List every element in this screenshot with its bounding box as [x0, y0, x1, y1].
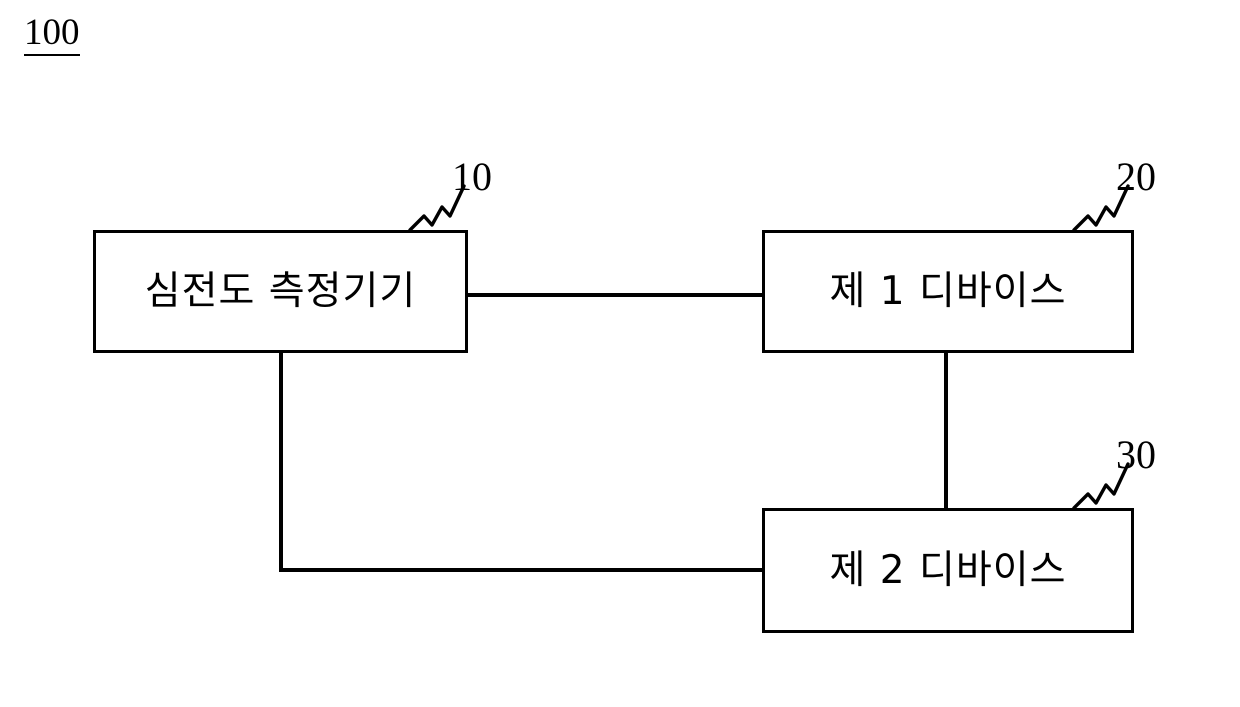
block-label-ecg-measuring-device: 심전도 측정기기: [144, 269, 417, 314]
connector-ecg-to-second-device-vertical: [279, 351, 283, 572]
figure-number-label: 100: [24, 14, 80, 56]
block-label-second-device: 제 2 디바이스: [829, 548, 1067, 593]
connector-first-device-to-second-device: [944, 351, 948, 510]
connector-ecg-to-first-device: [466, 293, 764, 297]
block-ecg-measuring-device[interactable]: 심전도 측정기기: [93, 230, 468, 353]
reference-number-20: 20: [1116, 154, 1156, 199]
block-label-first-device: 제 1 디바이스: [829, 269, 1067, 314]
leader-line-10: [404, 176, 474, 234]
reference-number-30: 30: [1116, 432, 1156, 477]
reference-number-10: 10: [452, 154, 492, 199]
connector-ecg-to-second-device-horizontal: [279, 568, 764, 572]
leader-line-30: [1068, 454, 1138, 512]
leader-line-20: [1068, 176, 1138, 234]
block-second-device[interactable]: 제 2 디바이스: [762, 508, 1134, 633]
block-first-device[interactable]: 제 1 디바이스: [762, 230, 1134, 353]
